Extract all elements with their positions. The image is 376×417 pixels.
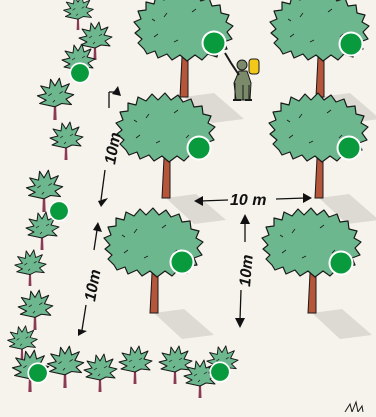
hedge-shrub-icon xyxy=(118,345,153,385)
hedge-shrub-icon xyxy=(46,345,85,389)
green-dot-marker-icon xyxy=(69,62,91,84)
green-dot-marker-icon xyxy=(328,250,354,276)
hedge-shrub-icon xyxy=(83,353,118,393)
grass-tuft-icon xyxy=(344,400,364,414)
green-dot-marker-icon xyxy=(27,362,49,384)
hedge-shrub-icon xyxy=(49,121,84,161)
vertical-spacing-label-left: 10m xyxy=(82,268,104,302)
hedge-shrub-icon xyxy=(158,345,193,385)
vertical-spacing-arrow-left xyxy=(78,222,102,336)
green-dot-marker-icon xyxy=(201,30,227,56)
green-dot-marker-icon xyxy=(48,200,70,222)
vertical-spacing-label-top: 10m xyxy=(102,131,124,165)
hedge-shrub-icon xyxy=(17,289,54,331)
orchard-tree-icon xyxy=(103,207,215,340)
green-dot-marker-icon xyxy=(336,135,362,161)
hedge-shrub-icon xyxy=(14,249,47,287)
vertical-spacing-arrow-right xyxy=(235,214,250,328)
green-dot-marker-icon xyxy=(209,361,231,383)
hedge-shrub-icon xyxy=(36,77,75,121)
vertical-spacing-arrow-top xyxy=(98,86,121,207)
green-dot-marker-icon xyxy=(338,31,364,57)
orchard-tree-icon xyxy=(261,207,373,340)
vertical-spacing-label-right: 10m xyxy=(237,254,257,287)
green-dot-marker-icon xyxy=(169,249,195,275)
green-dot-marker-icon xyxy=(186,135,212,161)
sprayer-worker-icon xyxy=(224,52,260,101)
horizontal-spacing-arrow xyxy=(194,193,312,206)
horizontal-spacing-label: 10 m xyxy=(230,192,266,209)
hedge-shrub-icon xyxy=(63,0,94,31)
